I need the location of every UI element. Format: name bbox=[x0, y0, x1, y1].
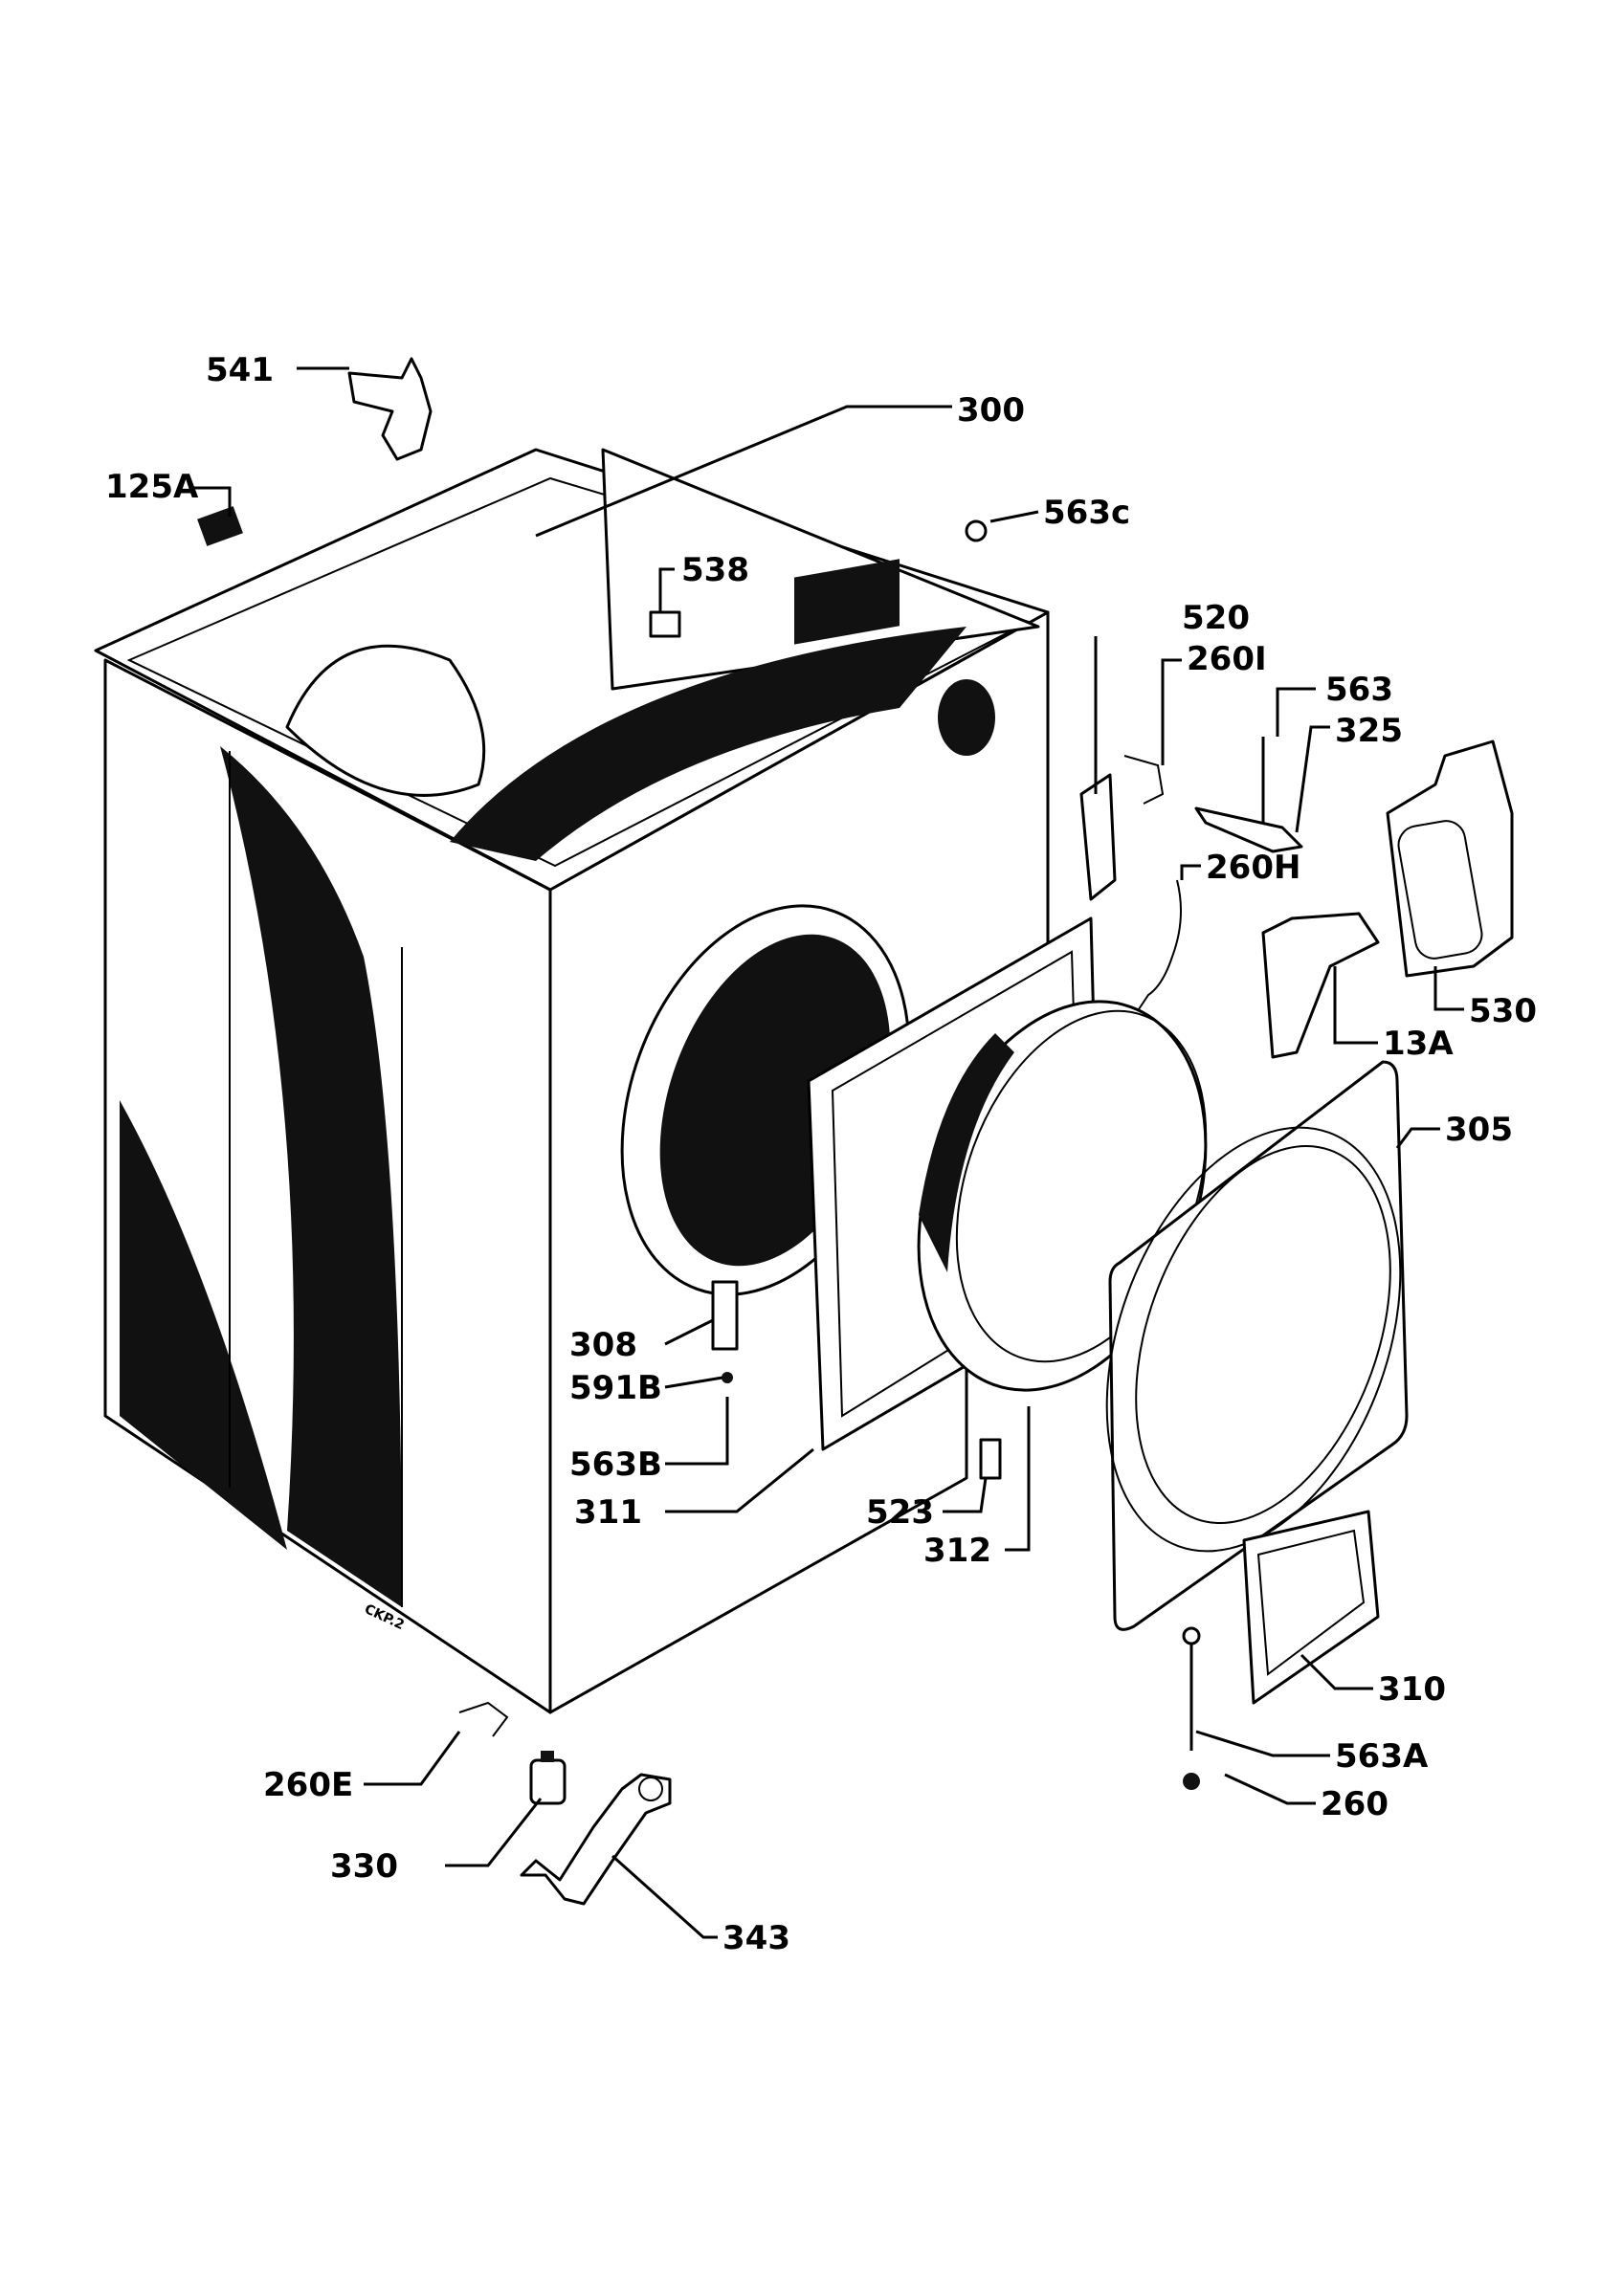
label-563: 563 bbox=[1325, 671, 1393, 709]
label-125a: 125A bbox=[105, 468, 199, 506]
part-541-hinge bbox=[347, 357, 433, 461]
label-563b: 563B bbox=[569, 1446, 662, 1484]
cabinet-body: CKP.2 bbox=[94, 448, 1050, 1714]
part-325-lever bbox=[1194, 806, 1303, 853]
part-530-handle-housing bbox=[1386, 740, 1514, 978]
part-330-foot bbox=[529, 1751, 567, 1805]
label-591b: 591B bbox=[569, 1369, 662, 1407]
label-260: 260 bbox=[1321, 1785, 1389, 1823]
label-311: 311 bbox=[574, 1493, 642, 1532]
part-13a-handle bbox=[1261, 912, 1380, 1059]
part-563c-screw bbox=[965, 519, 988, 542]
front-door-panel-305 bbox=[1105, 1060, 1409, 1631]
label-325: 325 bbox=[1335, 712, 1403, 750]
label-563c: 563c bbox=[1043, 494, 1130, 532]
label-530: 530 bbox=[1469, 992, 1537, 1030]
label-330: 330 bbox=[330, 1847, 398, 1886]
label-308: 308 bbox=[569, 1326, 637, 1364]
part-260h-spring bbox=[1138, 879, 1182, 1010]
part-563a-pin bbox=[1182, 1626, 1201, 1751]
label-260i: 260I bbox=[1187, 640, 1267, 678]
label-538: 538 bbox=[681, 551, 749, 589]
label-305: 305 bbox=[1445, 1111, 1513, 1149]
leader-lines bbox=[191, 366, 1464, 1939]
label-541: 541 bbox=[206, 351, 274, 389]
label-520: 520 bbox=[1182, 599, 1250, 637]
part-260-clip bbox=[1183, 1773, 1200, 1790]
label-310: 310 bbox=[1378, 1670, 1446, 1709]
part-538-bolt bbox=[649, 610, 681, 638]
part-591b-washer bbox=[722, 1372, 733, 1383]
part-labels: 541 125A 300 563c 538 520 260I 563 325 2… bbox=[105, 351, 1537, 1957]
label-523: 523 bbox=[866, 1493, 934, 1532]
part-308-latch bbox=[711, 1280, 739, 1351]
part-260e-clip bbox=[458, 1701, 509, 1737]
label-312: 312 bbox=[923, 1532, 991, 1570]
part-523-spring bbox=[979, 1438, 1002, 1480]
part-310-filter-cover bbox=[1242, 1510, 1380, 1705]
part-260i-clip bbox=[1123, 755, 1165, 805]
part-520-bracket bbox=[1079, 773, 1117, 901]
label-563a: 563A bbox=[1335, 1737, 1429, 1776]
label-300: 300 bbox=[957, 391, 1025, 430]
label-260h: 260H bbox=[1206, 849, 1300, 887]
part-125a-clip bbox=[197, 506, 243, 546]
label-13a: 13A bbox=[1383, 1025, 1454, 1063]
label-260e: 260E bbox=[263, 1766, 353, 1804]
label-343: 343 bbox=[722, 1919, 790, 1957]
part-343-wrench bbox=[520, 1773, 672, 1906]
